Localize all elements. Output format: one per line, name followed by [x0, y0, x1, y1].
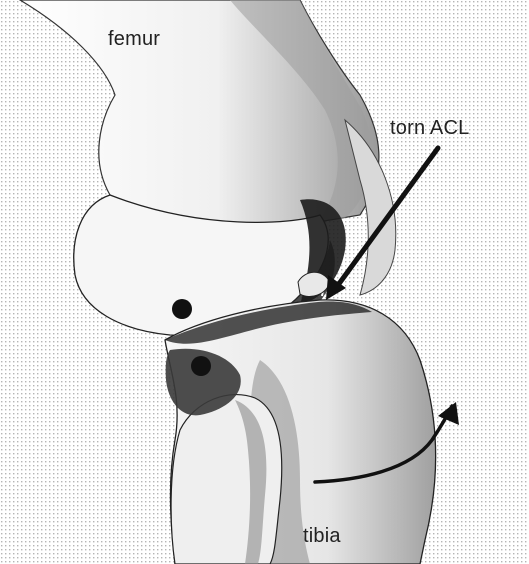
attachment-dot-tibia: [191, 356, 211, 376]
tibia-label: tibia: [303, 525, 341, 548]
attachment-dot-femur: [172, 299, 192, 319]
torn-acl-label: torn ACL: [390, 117, 469, 140]
femur-label: femur: [108, 28, 160, 51]
